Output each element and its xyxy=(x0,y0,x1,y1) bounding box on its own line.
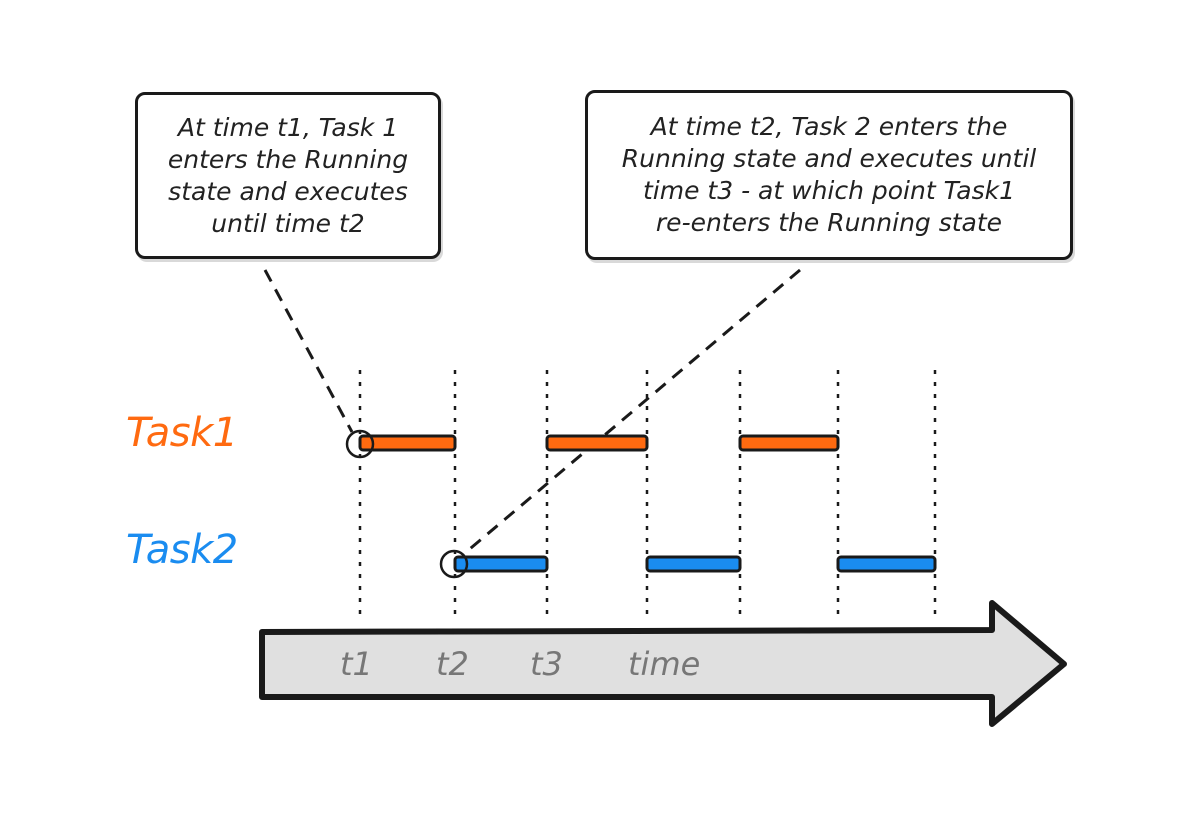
tick-label-t1: t1 xyxy=(340,645,373,683)
time-tick-labels: t1 t2 t3 time xyxy=(340,645,700,683)
task2-run-bar-2 xyxy=(645,555,742,573)
tick-label-t3: t3 xyxy=(530,645,563,683)
callout-task2: At time t2, Task 2 enters the Running st… xyxy=(585,90,1073,260)
task1-run-bar-2 xyxy=(545,434,649,452)
start-markers xyxy=(345,429,469,579)
callout-leaders xyxy=(263,268,801,555)
task2-label: Task2 xyxy=(126,527,238,573)
leader-line-task2 xyxy=(464,268,801,555)
task-bars xyxy=(358,434,937,573)
task1-run-bar-1 xyxy=(358,434,457,452)
axis-label-time: time xyxy=(628,645,700,683)
task1-start-marker-circle xyxy=(345,429,375,459)
callout-task1: At time t1, Task 1 enters the Running st… xyxy=(135,92,441,259)
time-arrow xyxy=(259,600,1067,727)
tick-label-t2: t2 xyxy=(436,645,469,683)
callout-task1-text: At time t1, Task 1 enters the Running st… xyxy=(167,112,409,238)
time-gridlines xyxy=(358,370,937,615)
task2-run-bar-3 xyxy=(836,555,937,573)
task1-run-bar-3 xyxy=(738,434,840,452)
leader-line-task1 xyxy=(263,269,354,433)
callout-task2-text: At time t2, Task 2 enters the Running st… xyxy=(621,112,1037,237)
task1-label: Task1 xyxy=(126,410,238,456)
task2-run-bar-1 xyxy=(453,555,549,573)
task2-start-marker-circle xyxy=(439,549,469,579)
